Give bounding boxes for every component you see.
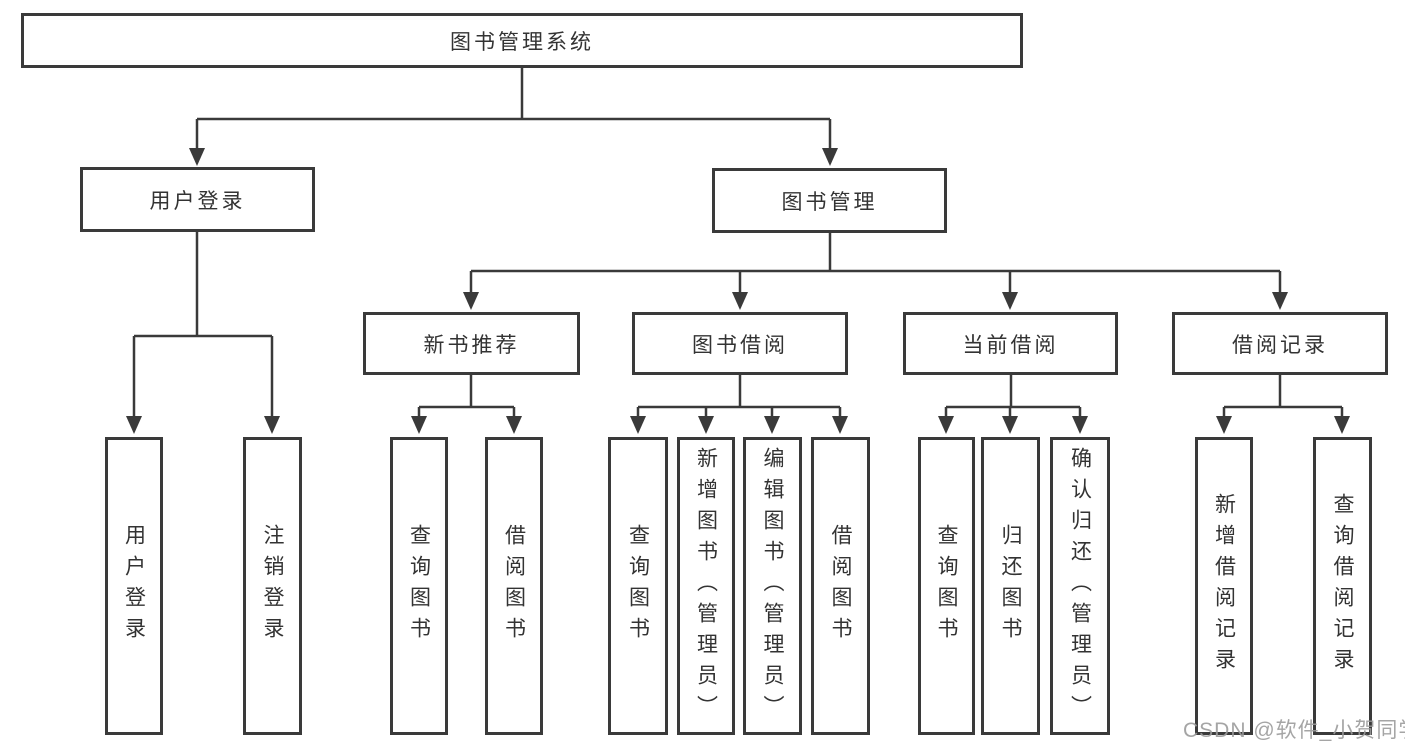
- node-user-login-branch-label: 用户登录: [149, 189, 246, 213]
- leaf-confirm-return-admin: 确认归还（管理员）: [1050, 437, 1110, 735]
- leaf-edit-book-admin-label: 编辑图书（管理员）: [761, 446, 784, 726]
- connector-book-borrow: [636, 375, 842, 418]
- node-root-label: 图书管理系统: [450, 30, 594, 54]
- leaf-borrow-books-recommend: 借阅图书: [485, 437, 543, 735]
- node-current-borrow: 当前借阅: [903, 312, 1118, 375]
- leaf-borrow-books-borrow: 借阅图书: [811, 437, 870, 735]
- node-book-borrow: 图书借阅: [632, 312, 848, 375]
- leaf-query-books-borrow: 查询图书: [608, 437, 668, 735]
- leaf-query-books-borrow-label: 查询图书: [626, 524, 650, 648]
- connector-root: [195, 68, 832, 150]
- connector-borrow-records: [1222, 375, 1344, 418]
- node-borrow-records: 借阅记录: [1172, 312, 1388, 375]
- leaf-edit-book-admin: 编辑图书（管理员）: [743, 437, 802, 735]
- leaf-borrow-books-recommend-label: 借阅图书: [502, 524, 526, 648]
- leaf-add-book-admin-label: 新增图书（管理员）: [694, 446, 718, 726]
- leaf-add-borrow-record-label: 新增借阅记录: [1212, 493, 1236, 679]
- leaf-query-books-current: 查询图书: [918, 437, 975, 735]
- leaf-user-login-label: 用户登录: [122, 524, 146, 648]
- leaf-query-books-recommend: 查询图书: [390, 437, 448, 735]
- leaf-return-book: 归还图书: [981, 437, 1040, 735]
- leaf-query-books-current-label: 查询图书: [935, 524, 958, 648]
- node-new-book-recommend-label: 新书推荐: [423, 333, 520, 357]
- connector-new-book: [417, 375, 516, 418]
- leaf-logout-label: 注销登录: [261, 524, 284, 648]
- leaf-user-login: 用户登录: [105, 437, 163, 735]
- node-book-borrow-label: 图书借阅: [692, 333, 788, 357]
- node-borrow-records-label: 借阅记录: [1232, 333, 1328, 357]
- leaf-borrow-books-borrow-label: 借阅图书: [829, 524, 852, 648]
- leaf-query-borrow-record-label: 查询借阅记录: [1331, 493, 1354, 679]
- leaf-add-borrow-record: 新增借阅记录: [1195, 437, 1253, 735]
- node-book-management: 图书管理: [712, 168, 947, 233]
- node-user-login-branch: 用户登录: [80, 167, 315, 232]
- leaf-query-books-recommend-label: 查询图书: [407, 524, 431, 648]
- connector-book-management: [469, 233, 1282, 294]
- connector-user-login: [132, 232, 274, 418]
- leaf-logout: 注销登录: [243, 437, 302, 735]
- leaf-query-borrow-record: 查询借阅记录: [1313, 437, 1372, 735]
- connector-current-borrow: [944, 375, 1082, 418]
- watermark: CSDN @软件_小贺同学: [1183, 719, 1405, 742]
- node-root: 图书管理系统: [21, 13, 1023, 68]
- node-current-borrow-label: 当前借阅: [962, 333, 1059, 357]
- leaf-confirm-return-admin-label: 确认归还（管理员）: [1068, 446, 1092, 726]
- node-book-management-label: 图书管理: [781, 190, 878, 214]
- node-new-book-recommend: 新书推荐: [363, 312, 580, 375]
- leaf-add-book-admin: 新增图书（管理员）: [677, 437, 735, 735]
- leaf-return-book-label: 归还图书: [999, 524, 1022, 648]
